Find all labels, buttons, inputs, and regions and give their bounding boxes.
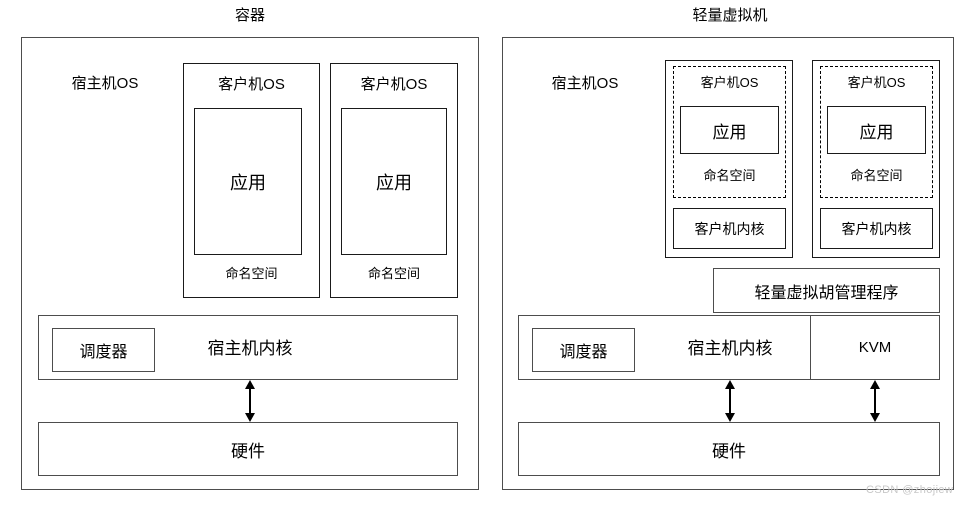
vm-kvm-box: KVM [810,315,940,380]
container-guest-2-namespace-label: 命名空间 [367,266,420,281]
vm-guest-1-os-label: 客户机OS [700,75,759,90]
container-guest-2-os-label: 客户机OS [360,76,428,93]
vm-kernel-hardware-arrow-left [725,380,735,422]
container-guest-1-app-label: 应用 [230,172,266,193]
vm-scheduler-box: 调度器 [532,328,635,372]
watermark-label: CSDN @zhojiew [866,484,954,496]
vm-host-os-label: 宿主机OS [551,75,619,92]
vm-guest-2-app-label: 应用 [859,122,894,142]
vm-host-kernel-label: 宿主机内核 [687,339,773,358]
container-guest-1-os-label: 客户机OS [218,76,285,93]
vm-kvm-label: KVM [858,339,892,356]
vm-kernel-hardware-arrow-right [870,380,880,422]
container-host-kernel-label: 宿主机内核 [207,339,293,358]
container-hardware-label: 硬件 [231,441,265,461]
vm-guest-2-namespace-label: 命名空间 [850,168,903,183]
container-scheduler-box: 调度器 [52,328,155,372]
container-guest-2-app-label: 应用 [376,172,412,193]
vm-guest-2-kernel-box: 客户机内核 [820,208,933,249]
vm-scheduler-label: 调度器 [559,344,608,361]
vm-hardware-label: 硬件 [712,441,746,461]
panel-title-lightweight-vm: 轻量虚拟机 [692,7,768,24]
vm-guest-1-kernel-box: 客户机内核 [673,208,786,249]
vm-guest-1-app-label: 应用 [712,122,747,142]
vm-guest-2-app-box: 应用 [827,106,926,154]
container-hardware-box: 硬件 [38,422,458,476]
vm-guest-2-os-label: 客户机OS [847,75,906,90]
container-scheduler-label: 调度器 [79,344,128,361]
container-guest-2-app-box: 应用 [341,108,447,255]
vm-hardware-box: 硬件 [518,422,940,476]
container-host-os-label: 宿主机OS [71,75,139,92]
container-guest-1-namespace-label: 命名空间 [225,266,278,281]
vm-guest-1-namespace-label: 命名空间 [703,168,756,183]
vm-guest-1-app-box: 应用 [680,106,779,154]
vm-guest-1-kernel-label: 客户机内核 [694,220,765,237]
container-kernel-hardware-arrow [245,380,255,422]
vm-hypervisor-box: 轻量虚拟胡管理程序 [713,268,940,313]
vm-guest-2-kernel-label: 客户机内核 [841,220,912,237]
container-guest-1-app-box: 应用 [194,108,302,255]
vm-hypervisor-label: 轻量虚拟胡管理程序 [754,284,899,302]
panel-title-container: 容器 [234,7,265,24]
